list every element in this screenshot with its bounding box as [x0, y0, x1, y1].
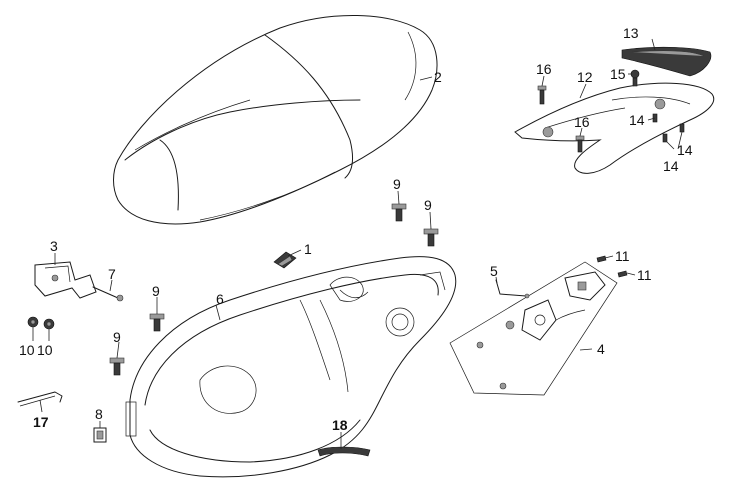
- callout-label: 18: [332, 417, 348, 433]
- part-hex-wrench: [17, 391, 63, 407]
- part-long-bolt: [92, 286, 124, 302]
- callout-label: 14: [629, 112, 645, 128]
- part-grab-cover: [621, 46, 712, 77]
- callout-label: 6: [216, 291, 224, 307]
- callout-label: 5: [490, 263, 498, 279]
- callout-labels: 1 2 3 4 5 6 7 8 9 9 9 9 10 10 11 11 12 1…: [19, 25, 693, 433]
- callout-label: 16: [574, 114, 590, 130]
- callout-label: 9: [424, 197, 432, 213]
- part-small-screws: [596, 255, 628, 278]
- part-small-clip: [93, 427, 107, 443]
- part-hook-bracket: [34, 261, 97, 299]
- callout-label: 9: [152, 283, 160, 299]
- part-rubber-strip: [317, 446, 371, 457]
- callout-label: 9: [113, 329, 121, 345]
- callout-label: 11: [615, 248, 630, 264]
- callout-label: 9: [393, 176, 401, 192]
- leader-lines: [32, 38, 683, 449]
- callout-label: 17: [33, 414, 49, 430]
- part-seat-latch-assembly: [449, 261, 618, 396]
- callout-label: 4: [597, 341, 605, 357]
- callout-label: 7: [108, 266, 116, 282]
- part-clip: [273, 251, 297, 269]
- part-helmet-box: [125, 256, 457, 478]
- part-seat: [113, 14, 438, 225]
- callout-label: 3: [50, 238, 58, 254]
- callout-label: 14: [663, 158, 679, 174]
- callout-label: 16: [536, 61, 552, 77]
- callout-label: 12: [577, 69, 593, 85]
- part-rear-carrier: [514, 82, 715, 174]
- part-release-cable: [495, 279, 530, 299]
- callout-label: 15: [610, 66, 626, 82]
- callout-label: 8: [95, 406, 103, 422]
- callout-label: 13: [623, 25, 639, 41]
- part-nuts: [27, 316, 55, 330]
- callout-label: 14: [677, 142, 693, 158]
- callout-label: 10: [19, 342, 35, 358]
- callout-label: 1: [304, 241, 312, 257]
- callout-label: 2: [434, 69, 442, 85]
- callout-label: 10: [37, 342, 53, 358]
- callout-label: 11: [637, 267, 652, 283]
